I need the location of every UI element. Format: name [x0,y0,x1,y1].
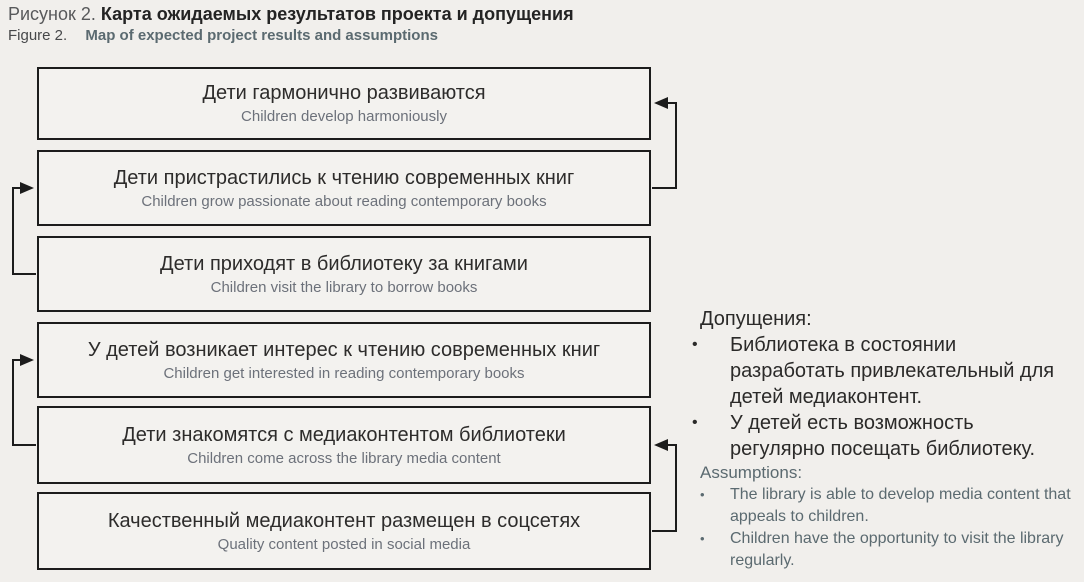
arrow-box5-to-box4 [12,354,36,446]
assumptions-heading-ru: Допущения: [700,308,812,330]
bullet-icon: • [692,336,698,353]
result-box-en-text: Quality content posted in social media [217,535,471,553]
figure-title-english: Figure 2. Map of expected project result… [8,26,438,45]
result-box-children-visit-library: Дети приходят в библиотеку за книгами Ch… [37,236,651,312]
arrow-box2-to-box1 [652,97,677,189]
result-box-children-passionate-reading: Дети пристрастились к чтению современных… [37,150,651,226]
figure-title-text-en: Map of expected project results and assu… [85,27,438,44]
result-box-ru-text: Дети знакомятся с медиаконтентом библиот… [122,423,566,446]
result-box-children-media-content: Дети знакомятся с медиаконтентом библиот… [37,406,651,484]
result-box-ru-text: Качественный медиаконтент размещен в соц… [107,509,581,532]
figure-title-russian: Рисунок 2. Карта ожидаемых результатов п… [8,3,574,25]
result-box-children-develop: Дети гармонично развиваются Children dev… [37,67,651,140]
result-box-children-interested-reading: У детей возникает интерес к чтению совре… [37,322,651,398]
result-box-en-text: Children get interested in reading conte… [163,364,525,382]
assumption-text-ru: У детей есть возможность регулярно посещ… [730,412,1036,460]
assumption-item-ru: • У детей есть возможность регулярно пос… [685,410,1079,462]
assumptions-heading-en: Assumptions: [700,463,803,482]
result-box-en-text: Children visit the library to borrow boo… [210,278,478,296]
arrow-box6-to-box5 [652,439,677,532]
result-box-ru-text: Дети приходят в библиотеку за книгами [160,252,528,275]
result-box-en-text: Children grow passionate about reading c… [141,192,547,210]
bullet-icon: • [700,487,705,502]
assumptions-panel: Допущения: • Библиотека в состоянии разр… [685,306,1079,572]
figure-number-ru: Рисунок 2. [8,4,96,24]
result-box-en-text: Children come across the library media c… [187,449,501,467]
assumption-item-ru: • Библиотека в состоянии разработать при… [685,332,1079,410]
bullet-icon: • [692,414,698,431]
assumption-item-en: • The library is able to develop media c… [685,484,1079,528]
result-box-ru-text: Дети гармонично развиваются [202,82,486,104]
result-box-quality-content-posted: Качественный медиаконтент размещен в соц… [37,492,651,570]
result-box-ru-text: Дети пристрастились к чтению современных… [113,166,575,189]
assumption-text-ru: Библиотека в состоянии разработать привл… [730,334,1055,408]
result-box-en-text: Children develop harmoniously [241,108,447,125]
assumption-text-en: Children have the opportunity to visit t… [730,530,1064,569]
figure-number-en: Figure 2. [8,27,68,44]
assumption-text-en: The library is able to develop media con… [730,486,1071,525]
arrow-box3-to-box2 [12,182,36,275]
figure-title-text-ru: Карта ожидаемых результатов проекта и до… [100,4,574,24]
assumption-item-en: • Children have the opportunity to visit… [685,528,1079,572]
result-box-ru-text: У детей возникает интерес к чтению совре… [87,338,601,361]
bullet-icon: • [700,531,705,546]
